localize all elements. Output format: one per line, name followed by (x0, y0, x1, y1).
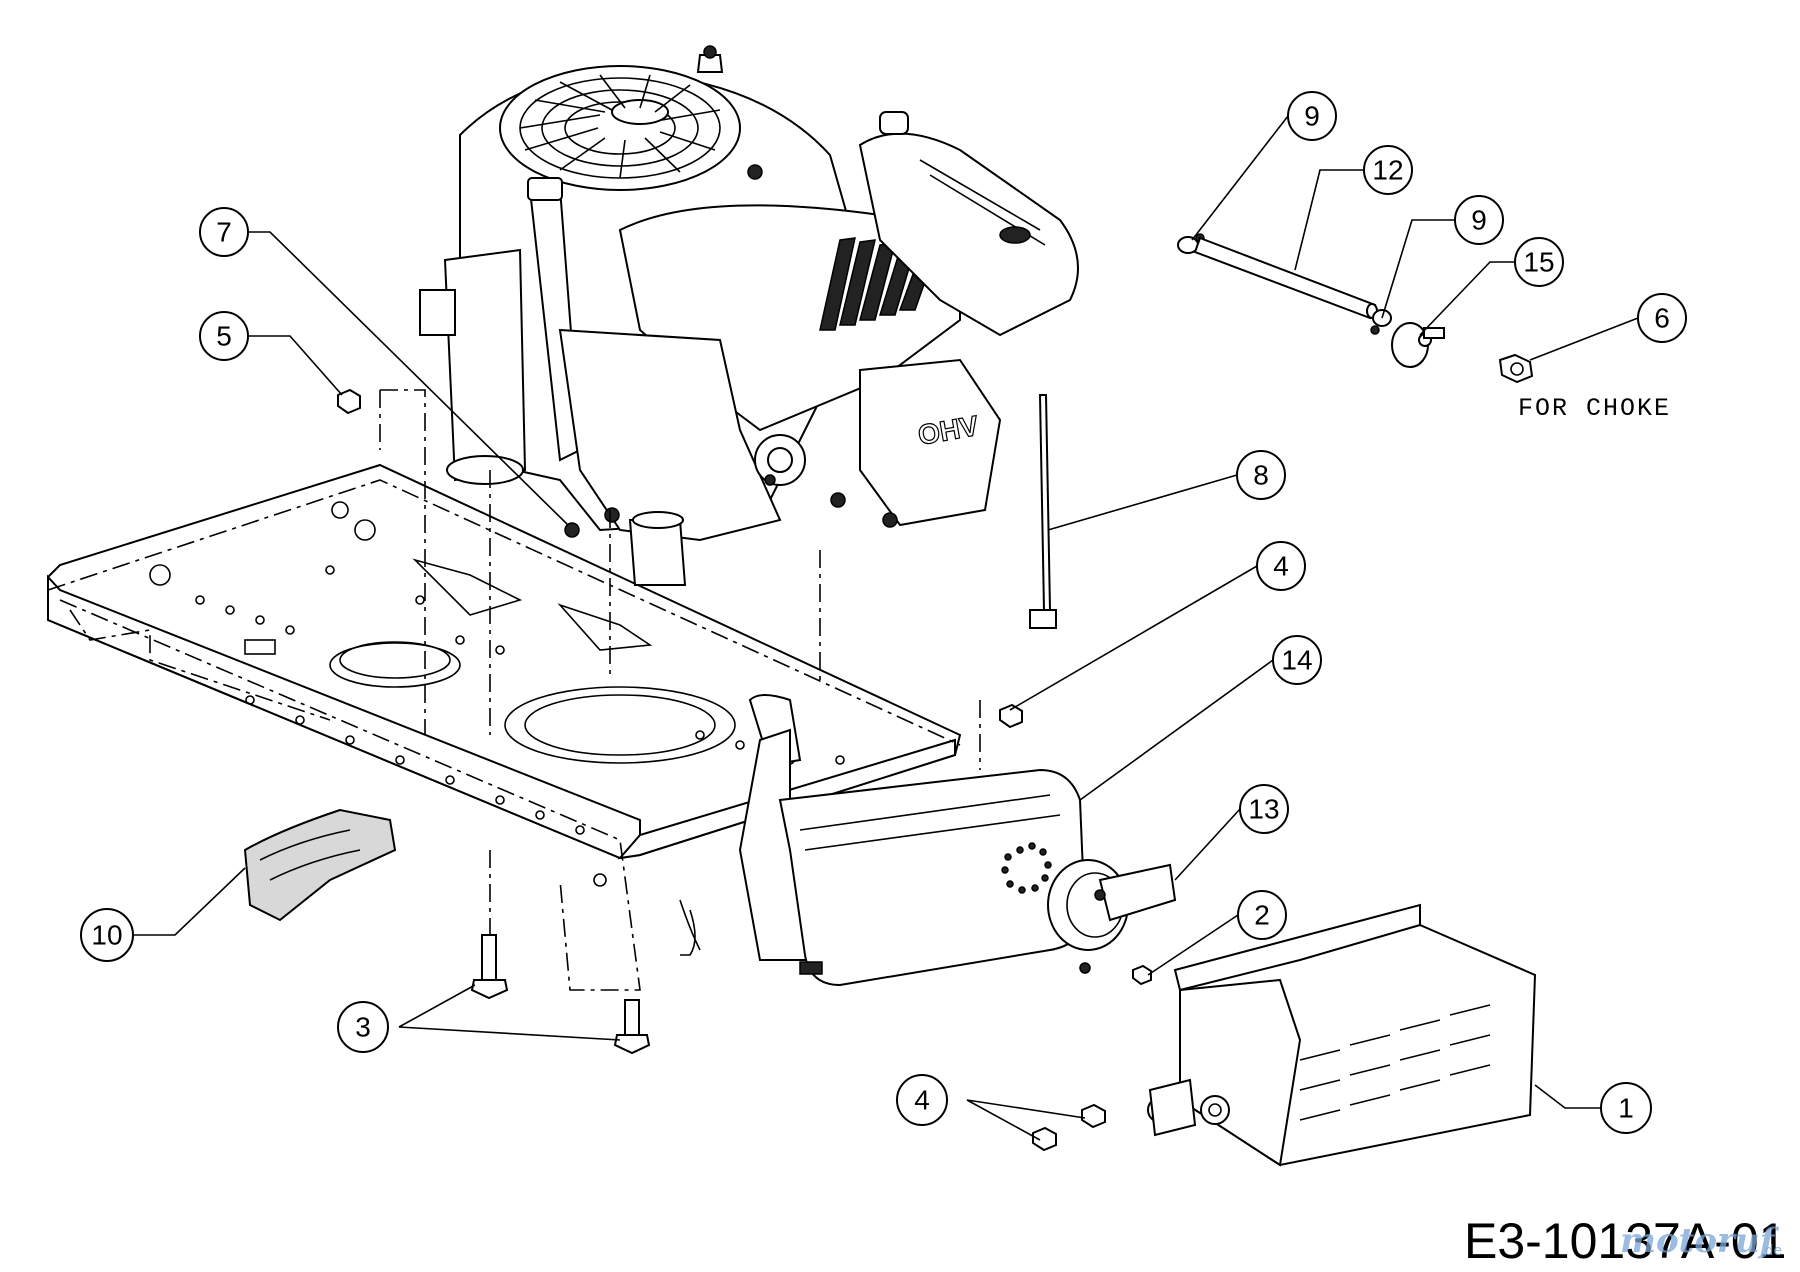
callout-14: 14 (1272, 635, 1322, 685)
bolt-4-upper (999, 703, 1023, 729)
muffler-shield (1147, 903, 1537, 1167)
muffler (738, 694, 1087, 987)
svg-text:6: 6 (1654, 303, 1670, 334)
exhaust-deflector (243, 808, 397, 922)
callout-10: 10 (80, 908, 134, 962)
svg-text:9: 9 (1304, 101, 1320, 132)
svg-text:7: 7 (216, 217, 232, 248)
engine: OHV (419, 45, 1079, 586)
hose-clamp-right (1370, 309, 1392, 335)
frame-holes (195, 565, 845, 887)
callout-7: 7 (199, 207, 249, 257)
callout-9-right: 9 (1454, 195, 1504, 245)
callouts: 9 12 9 15 6 7 5 8 (80, 91, 1687, 1134)
svg-text:4: 4 (1273, 551, 1289, 582)
svg-text:3: 3 (355, 1012, 371, 1043)
svg-text:1: 1 (1618, 1093, 1634, 1124)
leader-lines (133, 115, 1639, 1141)
callout-4-upper: 4 (1256, 541, 1306, 591)
svg-text:13: 13 (1248, 794, 1279, 825)
spark-arrestor (1047, 859, 1177, 974)
choke-nut (1498, 353, 1534, 384)
fuel-line (1193, 236, 1378, 320)
choke-note: FOR CHOKE (1518, 394, 1671, 423)
svg-text:10: 10 (91, 920, 122, 951)
callout-4-lower: 4 (896, 1074, 948, 1126)
callout-1: 1 (1600, 1082, 1652, 1134)
watermark-domain: .de (1760, 1243, 1782, 1259)
callout-3: 3 (337, 1001, 389, 1053)
svg-text:12: 12 (1372, 155, 1403, 186)
svg-text:5: 5 (216, 321, 232, 352)
alignment-lines (379, 389, 981, 960)
svg-text:2: 2 (1254, 900, 1270, 931)
fuel-filter (1391, 322, 1445, 368)
watermark-logo: motoruf (1620, 1221, 1780, 1261)
callout-13: 13 (1239, 784, 1289, 834)
muffler-holes (1001, 842, 1052, 894)
bolt-2 (1132, 964, 1152, 986)
callout-15: 15 (1514, 237, 1564, 287)
bolt-3-upper (470, 934, 509, 1000)
callout-2: 2 (1237, 890, 1287, 940)
callout-5: 5 (199, 311, 249, 361)
svg-text:4: 4 (914, 1085, 930, 1116)
cable-tie (1029, 394, 1057, 629)
svg-text:15: 15 (1523, 247, 1554, 278)
drawing-code: E3-10137A-01 (1464, 1213, 1786, 1269)
svg-text:8: 8 (1253, 460, 1269, 491)
callout-6: 6 (1637, 293, 1687, 343)
svg-text:9: 9 (1471, 205, 1487, 236)
callout-8: 8 (1236, 450, 1286, 500)
callout-9-left: 9 (1287, 91, 1337, 141)
bolt-3-lower (613, 999, 651, 1055)
bolts-4-lower (1032, 1103, 1106, 1152)
svg-text:14: 14 (1281, 645, 1312, 676)
nut-5 (337, 388, 361, 415)
callout-12: 12 (1363, 145, 1413, 195)
